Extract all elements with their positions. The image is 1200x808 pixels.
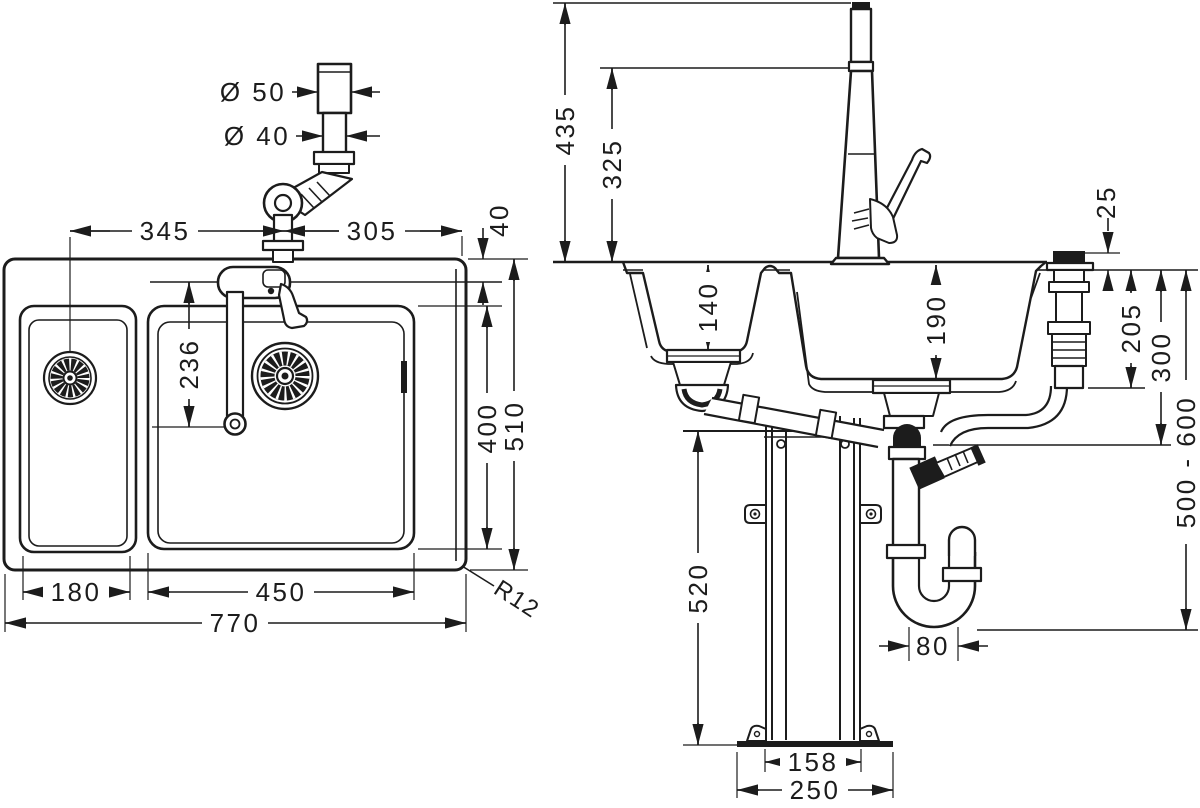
dim-r12-label: R12 — [489, 575, 544, 624]
dim-dia50: Ø 50 — [220, 77, 380, 107]
dim-190: 190 — [921, 265, 951, 379]
dim-r12: R12 — [461, 565, 544, 624]
dim-400: 400 — [418, 305, 502, 550]
section-view: 435 325 140 190 25 — [550, 2, 1200, 805]
overflow-slot — [401, 361, 407, 393]
dim-435-label: 435 — [550, 105, 580, 156]
dim-80: 80 — [879, 627, 988, 661]
dishwasher-connector — [909, 444, 986, 490]
dim-510: 510 — [470, 259, 529, 571]
dim-250: 250 — [736, 752, 894, 805]
dim-205: 205 — [1116, 270, 1146, 388]
dim-520-label: 520 — [683, 563, 713, 614]
dim-300: 300 — [1146, 270, 1176, 445]
dim-dia50-label: Ø 50 — [220, 77, 286, 107]
dia40-pipe — [321, 111, 348, 156]
dim-140: 140 — [693, 265, 723, 350]
faucet-section — [829, 2, 932, 266]
faucet-top-view — [216, 265, 309, 436]
dim-305: 305 — [284, 216, 463, 256]
faucet-handle-top — [277, 282, 309, 330]
p-trap — [885, 525, 983, 629]
dim-25: 25 — [1085, 185, 1121, 291]
dim-40-label: 40 — [484, 203, 514, 237]
spout-tube-top — [225, 290, 245, 418]
dim-770: 770 — [4, 574, 467, 638]
dim-300-label: 300 — [1146, 332, 1176, 383]
spray-collar — [869, 198, 899, 244]
base-plate — [737, 741, 893, 747]
dim-dia40-label: Ø 40 — [224, 121, 290, 151]
dim-325: 325 — [597, 68, 627, 262]
overflow-fitting — [1045, 251, 1095, 390]
dim-450: 450 — [147, 553, 415, 607]
overflow-knob — [1053, 251, 1085, 263]
dim-180: 180 — [22, 556, 131, 607]
dim-180-label: 180 — [51, 577, 102, 607]
dim-80-label: 80 — [916, 631, 950, 661]
dim-305-label: 305 — [347, 216, 398, 246]
large-bowl-drain-strainer — [250, 341, 320, 411]
dim-400-label: 400 — [472, 403, 502, 454]
dim-510-label: 510 — [499, 401, 529, 452]
dim-345: 345 — [69, 216, 284, 352]
dim-520: 520 — [683, 431, 740, 746]
dim-158: 158 — [764, 747, 862, 777]
dim-435: 435 — [550, 3, 580, 262]
dim-190-label: 190 — [921, 295, 951, 346]
dim-500-600-label: 500 - 600 — [1171, 396, 1200, 528]
dim-345-label: 345 — [140, 216, 191, 246]
dim-140-label: 140 — [693, 282, 723, 333]
dim-250-label: 250 — [790, 775, 841, 805]
small-bowl-drain-pipe — [703, 393, 885, 449]
dim-325-label: 325 — [597, 139, 627, 190]
dim-158-label: 158 — [788, 747, 839, 777]
dim-236: 236 — [152, 282, 224, 428]
small-bowl-top — [18, 304, 138, 554]
small-bowl-drain-strainer — [42, 350, 98, 406]
dim-236-label: 236 — [174, 339, 204, 390]
drain-hose-assembly-top — [261, 62, 356, 263]
dim-25-label: 25 — [1091, 185, 1121, 219]
dim-770-label: 770 — [210, 608, 261, 638]
mounting-column — [683, 410, 893, 747]
overflow-hose — [939, 385, 1069, 447]
dim-205-label: 205 — [1116, 303, 1146, 354]
dim-450-label: 450 — [256, 577, 307, 607]
dim-500-600: 500 - 600 — [1171, 270, 1200, 630]
top-view: Ø 50 Ø 40 345 305 40 — [2, 62, 544, 638]
large-drain-section — [871, 378, 952, 549]
dim-dia40: Ø 40 — [224, 121, 380, 151]
dim-40-top: 40 — [468, 203, 528, 305]
